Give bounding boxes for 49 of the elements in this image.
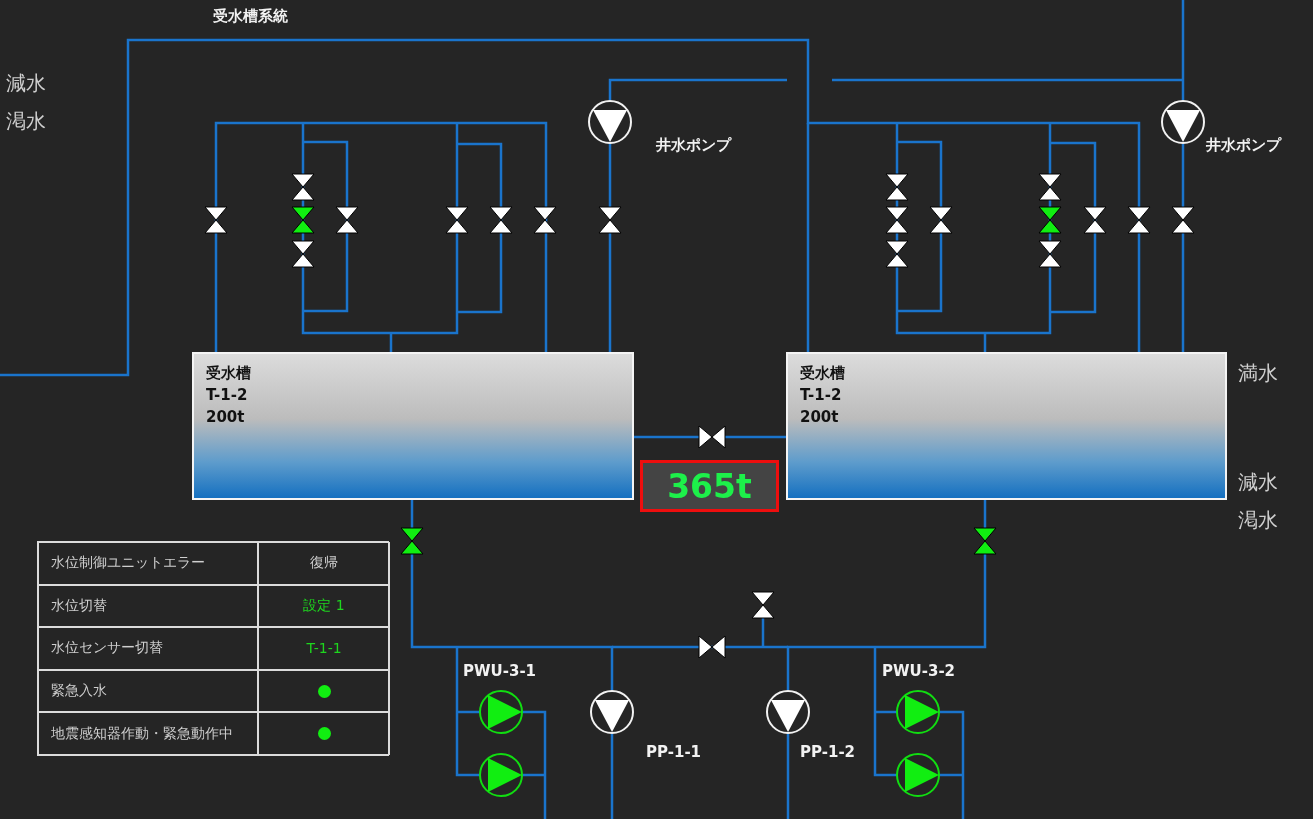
level-label: 渇水 [1238,507,1278,534]
tank-label: T-1-2 [800,385,842,406]
status-name: 地震感知器作動・緊急動作中 [51,724,233,743]
status-name: 緊急入水 [51,682,107,701]
pipe-line [410,500,414,528]
status-name: 水位切替 [51,596,107,615]
pump-label: 井水ポンプ [1206,136,1281,155]
valve-symbol [401,528,423,554]
pipe-line [786,554,987,690]
pump-label: PP-1-1 [646,743,702,761]
pipe-line [410,554,614,690]
pipe-line [634,435,699,439]
pipe-line [1181,144,1185,207]
system-label: 受水槽系統 [213,7,288,26]
tank-label: T-1-2 [206,385,248,406]
pump-symbol [766,690,810,734]
water-tank [786,352,1227,500]
level-label: 渇水 [6,108,46,135]
water-tank [192,352,634,500]
tank-label: 受水槽 [206,363,251,384]
status-value: 復帰 [310,554,338,573]
tank-label: 受水槽 [800,363,845,384]
pump-label: PP-1-2 [800,743,856,761]
status-value: 設定 1 [303,596,345,615]
unit-label: PWU-3-1 [463,662,537,680]
level-label: 減水 [6,70,46,97]
level-value: 365t [667,469,752,503]
pipe-line [725,435,786,439]
valve-symbol [699,426,725,448]
valve-symbol [1172,207,1194,233]
level-label: 減水 [1238,469,1278,496]
level-display [640,460,779,512]
valve-symbol [599,207,621,233]
status-value: T-1-1 [306,640,342,657]
pipe-line [983,500,987,528]
level-label: 満水 [1238,360,1278,387]
pipe-line [608,233,612,352]
pipe-line [1181,233,1185,352]
unit-label: PWU-3-2 [882,662,956,680]
pump-symbol [588,100,632,144]
status-name: 水位制御ユニットエラー [51,554,205,573]
pump-symbol [1161,100,1205,144]
status-name: 水位センサー切替 [51,639,163,658]
valve-symbol [974,528,996,554]
pipe-line [608,144,612,207]
pump-label: 井水ポンプ [656,136,731,155]
pump-symbol [590,690,634,734]
tank-label: 200t [206,407,245,428]
tank-label: 200t [800,407,839,428]
